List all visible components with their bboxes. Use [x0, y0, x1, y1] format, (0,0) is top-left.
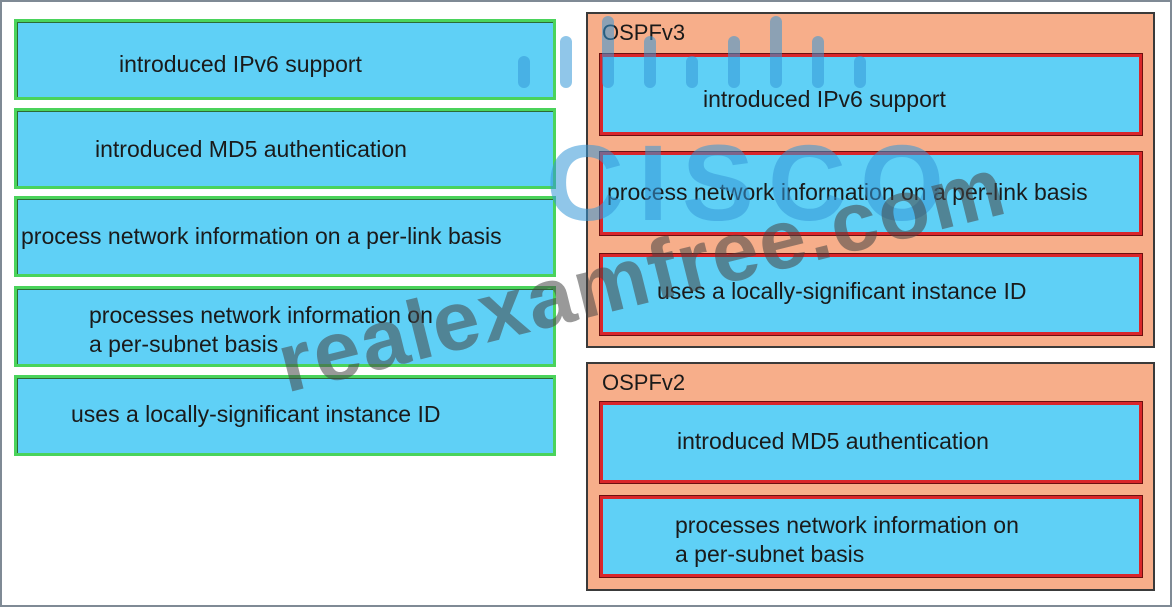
drop-slot-ospfv2-per-subnet[interactable]: processes network information on a per-s…	[600, 496, 1142, 577]
option-label: processes network information on a per-s…	[89, 302, 433, 357]
slot-label: introduced MD5 authentication	[677, 428, 989, 454]
slot-label: introduced IPv6 support	[703, 86, 946, 112]
drag-option-per-link[interactable]: process network information on a per-lin…	[14, 196, 556, 277]
group-title: OSPFv2	[602, 370, 686, 395]
drop-slot-ospfv2-md5[interactable]: introduced MD5 authentication	[600, 402, 1142, 483]
drag-option-instance-id[interactable]: uses a locally-significant instance ID	[14, 375, 556, 456]
drop-slot-ospfv3-instance-id[interactable]: uses a locally-significant instance ID	[600, 254, 1142, 335]
slot-label: uses a locally-significant instance ID	[657, 278, 1027, 304]
option-label: process network information on a per-lin…	[21, 223, 502, 249]
drag-option-per-subnet[interactable]: processes network information on a per-s…	[14, 286, 556, 367]
drop-slot-ospfv3-ipv6[interactable]: introduced IPv6 support	[600, 54, 1142, 135]
option-label: introduced MD5 authentication	[95, 136, 407, 162]
group-title: OSPFv3	[602, 20, 686, 45]
slot-label: processes network information on a per-s…	[675, 512, 1019, 567]
drag-option-md5[interactable]: introduced MD5 authentication	[14, 108, 556, 189]
drop-slot-ospfv3-per-link[interactable]: process network information on a per-lin…	[600, 152, 1142, 235]
drag-option-ipv6[interactable]: introduced IPv6 support	[14, 19, 556, 100]
option-label: introduced IPv6 support	[119, 51, 362, 77]
option-label: uses a locally-significant instance ID	[71, 401, 441, 427]
slot-label: process network information on a per-lin…	[607, 179, 1088, 205]
